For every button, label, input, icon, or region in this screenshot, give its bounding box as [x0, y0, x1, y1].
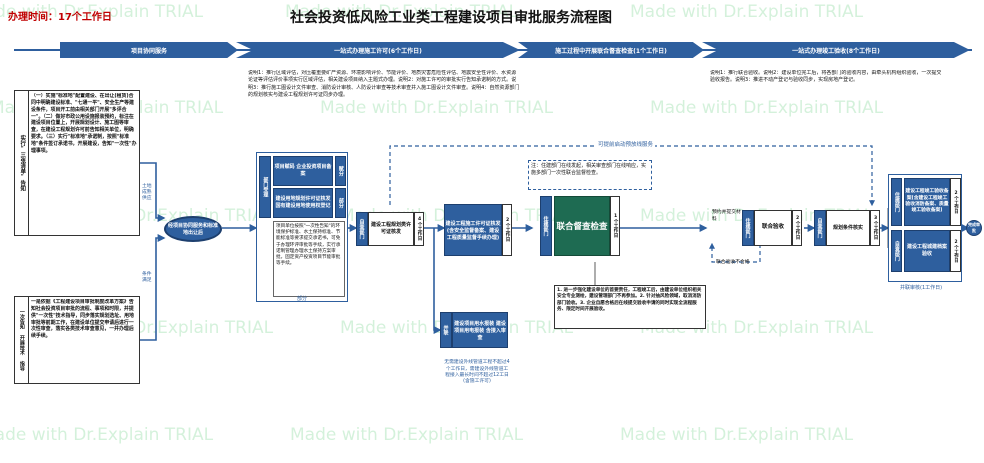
commitment-note: 项目单位按照"一次性告知"的环境保护标准、水土保持标准、节能标准等要求提交承诺书… [273, 221, 345, 297]
build-permit-box: 建设工程施工许可证核发(含安全监督备案、建设工程质量监督手续办理) [444, 204, 502, 256]
three-lists-box: 实行"三张清单"告知 （一）实施"标准地"配置建设、在出让(租赁)合同中明确建设… [14, 90, 140, 236]
three-lists-text: （一）实施"标准地"配置建设、在出让(租赁)合同中明确建设标准、"七通一平"、安… [31, 93, 137, 154]
acceptance-fail-label: 联合验收不合格 [716, 260, 750, 265]
phase-completion-acceptance: 一站式办理竣工验收(8个工作日) [702, 42, 970, 58]
label-conditions-met: 条件满足 [142, 272, 152, 284]
record-group: 住建部门 建设工程竣工验收备案(含建设工程竣工验收消防备案、质量竣工验收备案) … [888, 174, 962, 282]
build-permit-days: 2个工作日 [502, 204, 512, 256]
advance-service-label: 可提前启动预放线服务 [596, 140, 656, 148]
appointment-label: 预约并提交材料 [712, 210, 741, 222]
joint-acceptance-days: 2个工作日 [792, 210, 802, 246]
one-time-notice-box: 一次告知 开展技术 指导 一是依据《工程建设项目审批制度改革方案》告知社会投资项… [14, 296, 140, 384]
archive-box: 建设工程城建档案验收 [904, 230, 950, 272]
record-days: 2个工作日 [950, 178, 961, 226]
submit-dept: 住建部门 [742, 210, 754, 246]
dept-accept-col: 部门受理 [259, 156, 271, 218]
land-permit-side: 部分 [335, 188, 346, 218]
label-land-supply: 土地成熟供应 [142, 184, 152, 202]
approval-group: 部门受理 项目赋码 企业投资项目备案 赋分 建设用地规划许可证核发 国有建设用地… [256, 152, 348, 302]
check-dept: 自查部门 [814, 210, 826, 246]
project-filing-side: 赋分 [335, 156, 346, 186]
phase-notes-permit: 说明1：推行区域评估，对压覆重要矿产资源、环境影响评价、节能评价、地质灾害危险性… [248, 70, 520, 98]
planning-permit-days: 4个工作日 [414, 212, 424, 246]
archive-days: 2个工作日 [950, 230, 961, 272]
record-note: 并联审核(1工作日) [900, 285, 943, 291]
archive-dept: 自查部门 [891, 230, 902, 272]
completion-record-box: 建设工程竣工验收备案(含建设工程竣工验收消防备案、质量竣工验收备案) [904, 178, 950, 226]
processing-time: 办理时间：17个工作日 [8, 12, 112, 23]
joint-inspection-days: 1个工作日 [610, 196, 620, 256]
utility-connection-note: 无需建设外线管道工程不超过4个工作日，需建设外线管道工程接入最长时间不超过12工… [444, 360, 510, 385]
start-node: 经项目协同服务和标准地出让后 [164, 216, 222, 242]
planning-verify-box: 规划条件核实 [826, 210, 870, 246]
land-permit: 建设用地规划许可证核发 国有建设用地使用权登记 [273, 188, 333, 218]
inspect-dept: 住建部门 [540, 196, 552, 256]
water-parallel: 并联 [440, 312, 452, 348]
end-node: 完成审批 [966, 220, 982, 236]
joint-inspect-note: 注：住建部门在线发起，相关审查部门在线响应，实施多部门一次性联合监督检查。 [528, 160, 652, 190]
phase-construction-permit: 一站式办理施工许可(6个工作日) [236, 42, 520, 58]
three-lists-label: 实行"三张清单"告知 [15, 91, 29, 235]
utility-connection-box: 建设项目用水报装 建设项目用电报装 含接入审查 [452, 312, 508, 348]
planning-permit-box: 建设工程规划类许可证核发 [368, 212, 414, 246]
record-dept: 住建部门 [891, 178, 902, 226]
joint-inspection-box: 联合督查检查 [554, 196, 610, 256]
joint-acceptance-box: 联合验收 [754, 210, 792, 246]
diagram-title: 社会投资低风险工业类工程建设项目审批服务流程图 [290, 10, 612, 26]
phase-project-service: 项目协同服务 [60, 42, 238, 58]
one-time-notice-text: 一是依据《工程建设项目审批制度改革方案》告知社会投资项目审批的流程、事项和时限，… [31, 299, 134, 340]
project-filing: 项目赋码 企业投资项目备案 [273, 156, 333, 186]
commitment-note-side: 部分 [297, 296, 308, 302]
self-check-dept: 自查部门 [356, 212, 368, 246]
phase-joint-inspection: 施工过程中开展联合督查检查(1个工作日) [518, 42, 704, 58]
planning-verify-days: 3个工作日 [870, 210, 880, 246]
one-time-notice-label: 一次告知 开展技术 指导 [15, 297, 29, 383]
acceptance-reform-note: 1. 进一步强化建设单位的首要责任，工程竣工后，由建设单位组织相关安全专业测绘，… [554, 285, 706, 329]
phase-notes-acceptance: 说明1：推行联合验收。说明2：建设单位完工后，将各部门的验收内容，由牵头机构组织… [710, 70, 942, 84]
